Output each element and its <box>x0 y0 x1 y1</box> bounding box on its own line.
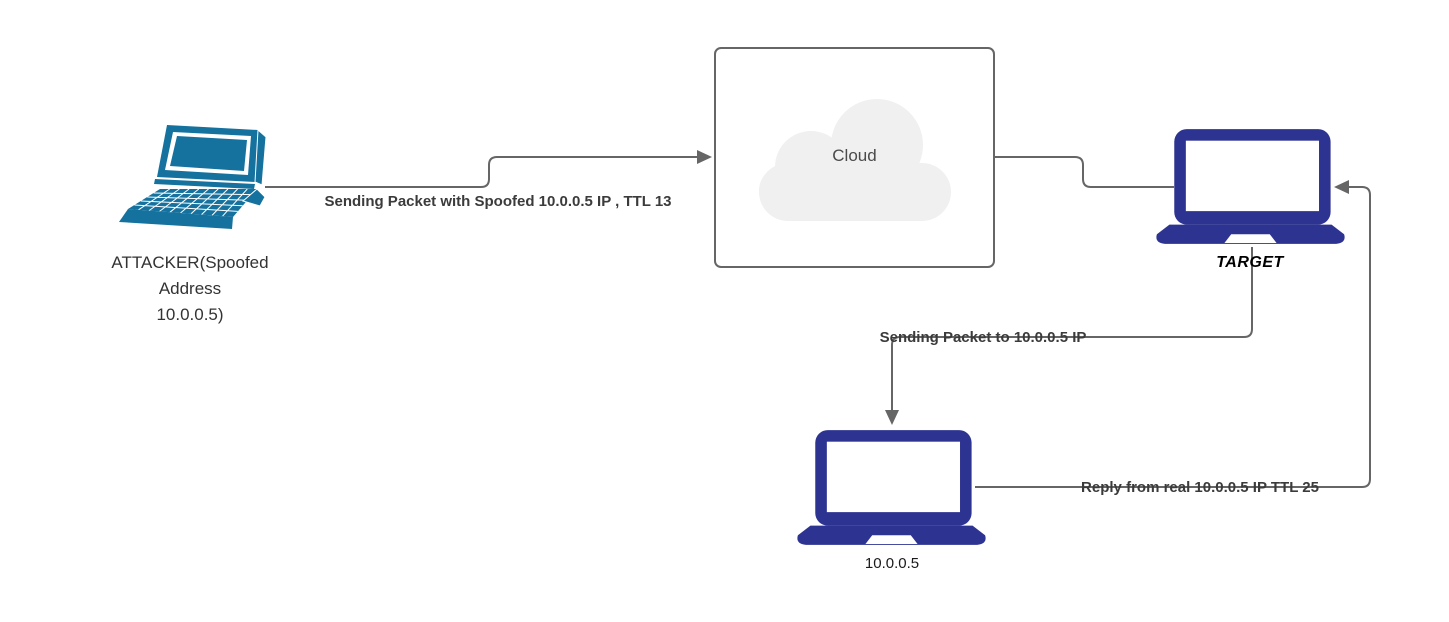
attacker-laptop-icon <box>119 125 267 229</box>
edge-cloud-to-target <box>995 156 1174 188</box>
real-host-laptop-icon <box>797 430 986 545</box>
edge-label-sending-to-host: Sending Packet to 10.0.0.5 IP <box>879 329 1087 346</box>
arrowhead-right-icon <box>697 150 712 164</box>
cloud-label: Cloud <box>832 146 877 165</box>
edge-label-spoofed-packet: Sending Packet with Spoofed 10.0.0.5 IP … <box>324 193 672 210</box>
attacker-label-line2: Address <box>158 279 222 298</box>
edge-label-reply-from-host: Reply from real 10.0.0.5 IP TTL 25 <box>1081 479 1319 496</box>
cloud-icon <box>759 99 951 221</box>
cloud-node: Cloud <box>714 47 995 268</box>
target-laptop-icon <box>1156 129 1345 244</box>
attacker-label-line3: 10.0.0.5) <box>156 305 224 324</box>
edge-attacker-to-cloud <box>265 150 712 188</box>
attacker-label-line1: ATTACKER(Spoofed <box>111 253 269 272</box>
target-label: TARGET <box>1216 254 1284 271</box>
attacker-label: ATTACKER(Spoofed Address 10.0.0.5) <box>90 250 290 328</box>
arrowhead-down-icon <box>885 410 899 425</box>
real-host-label: 10.0.0.5 <box>864 555 920 572</box>
